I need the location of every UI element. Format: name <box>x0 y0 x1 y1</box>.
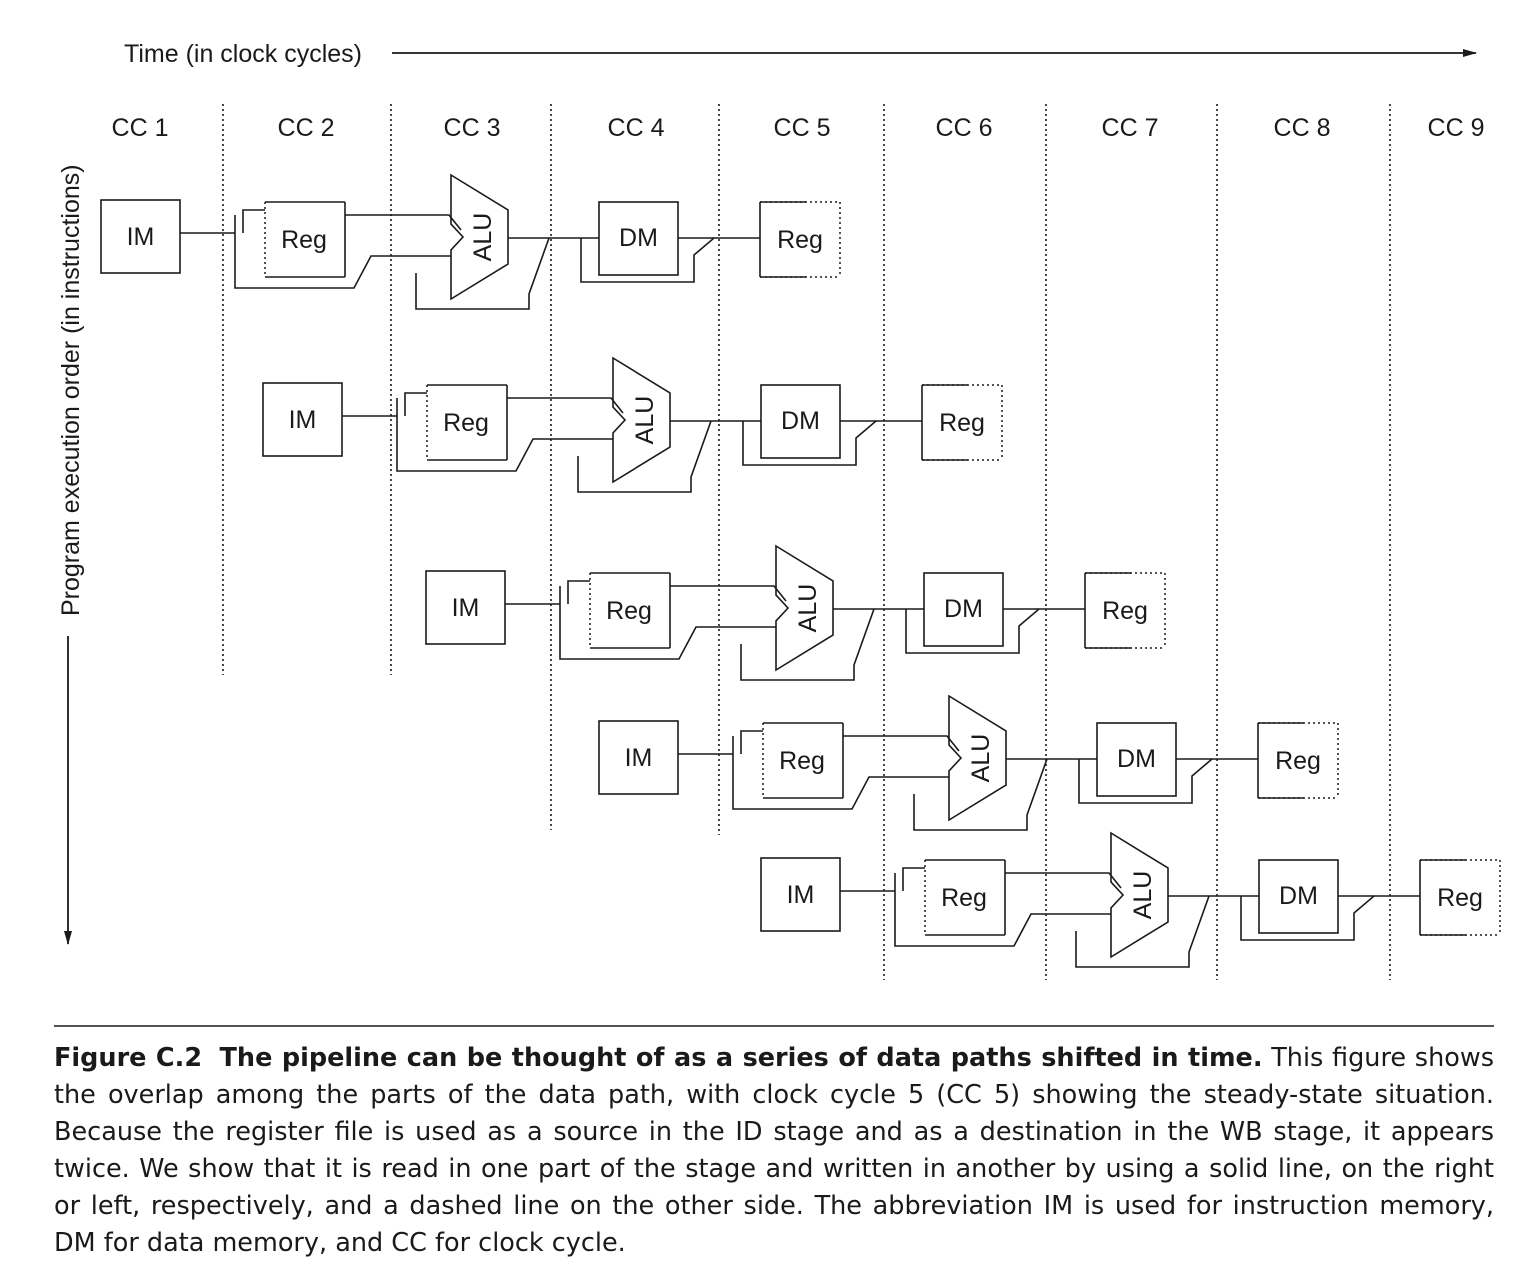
decode-wire <box>567 580 590 604</box>
cycle-labels: CC 1 CC 2 CC 3 CC 4 CC 5 CC 6 CC 7 CC 8 CC 9 <box>112 114 1485 142</box>
dm-label: DM <box>619 224 658 252</box>
alu-label: ALU <box>631 396 659 445</box>
cycle-label: CC 8 <box>1274 114 1331 142</box>
reg-write-label: Reg <box>1437 884 1483 912</box>
reg-write-label: Reg <box>1102 597 1148 625</box>
dm-out-wire <box>1240 895 1420 941</box>
reg-write-label: Reg <box>1275 747 1321 775</box>
order-axis-label: Program execution order (in instructions… <box>57 164 85 616</box>
im-label: IM <box>787 881 815 909</box>
im-label: IM <box>452 594 480 622</box>
im-box <box>598 720 679 795</box>
decode-wire <box>559 604 776 660</box>
caption-title: The pipeline can be thought of as a seri… <box>219 1043 1263 1073</box>
im-box <box>760 857 841 932</box>
decode-wire <box>396 416 613 472</box>
cycle-label: CC 5 <box>774 114 831 142</box>
caption-label: Figure C.2 <box>54 1043 203 1073</box>
im-label: IM <box>127 223 155 251</box>
im-label: IM <box>625 744 653 772</box>
cycle-label: CC 1 <box>112 114 169 142</box>
im-box <box>100 199 181 274</box>
alu-shape <box>775 544 834 672</box>
im-box <box>425 570 506 645</box>
instruction-row: IM Reg ALU DM Reg <box>262 356 1003 493</box>
alu-label: ALU <box>1129 871 1157 920</box>
cycle-label: CC 7 <box>1102 114 1159 142</box>
alu-label: ALU <box>967 734 995 783</box>
time-axis-label: Time (in clock cycles) <box>124 40 362 68</box>
pipeline-diagram: Time (in clock cycles) Program execution… <box>54 40 1501 1027</box>
instruction-row: IM Reg ALU DM Reg <box>100 173 841 310</box>
dm-label: DM <box>781 407 820 435</box>
reg-read-label: Reg <box>443 409 489 437</box>
dm-out-wire <box>905 608 1085 654</box>
caption-body: This figure shows the overlap among the … <box>54 1043 1494 1258</box>
reg-write-label: Reg <box>777 226 823 254</box>
dm-out-wire <box>742 420 922 466</box>
alu-bypass-wire <box>913 758 1048 831</box>
dm-out-wire <box>580 237 760 283</box>
decode-wire <box>732 754 949 810</box>
alu-bypass-wire <box>740 608 875 681</box>
cycle-dividers <box>222 104 1391 980</box>
dm-label: DM <box>944 595 983 623</box>
decode-wire <box>740 730 763 754</box>
decode-wire <box>894 891 1111 947</box>
reg-to-alu-wire <box>345 214 462 231</box>
dm-out-wire <box>1078 758 1258 804</box>
reg-read-label: Reg <box>941 884 987 912</box>
figure-caption: Figure C.2 The pipeline can be thought o… <box>54 1040 1494 1262</box>
alu-label: ALU <box>794 584 822 633</box>
cycle-label: CC 6 <box>936 114 993 142</box>
alu-bypass-wire <box>415 237 550 310</box>
decode-wire <box>404 392 427 416</box>
reg-read-label: Reg <box>281 226 327 254</box>
cycle-label: CC 2 <box>278 114 335 142</box>
decode-wire <box>902 867 925 891</box>
reg-to-alu-wire <box>670 585 787 602</box>
alu-bypass-wire <box>577 420 712 493</box>
reg-read-label: Reg <box>779 747 825 775</box>
alu-shape <box>450 173 509 301</box>
instruction-row: IM Reg ALU DM Reg <box>598 694 1339 831</box>
alu-shape <box>948 694 1007 822</box>
reg-write-label: Reg <box>939 409 985 437</box>
dm-label: DM <box>1117 745 1156 773</box>
reg-to-alu-wire <box>507 397 624 414</box>
decode-wire <box>242 209 265 233</box>
alu-label: ALU <box>469 213 497 262</box>
instruction-row: IM Reg ALU DM Reg <box>425 544 1166 681</box>
alu-shape <box>1110 831 1169 959</box>
alu-bypass-wire <box>1075 895 1210 968</box>
im-box <box>262 382 343 457</box>
cycle-label: CC 9 <box>1428 114 1485 142</box>
dm-label: DM <box>1279 882 1318 910</box>
reg-to-alu-wire <box>1005 872 1122 889</box>
reg-to-alu-wire <box>843 735 960 752</box>
cycle-label: CC 3 <box>444 114 501 142</box>
reg-read-label: Reg <box>606 597 652 625</box>
im-label: IM <box>289 406 317 434</box>
cycle-label: CC 4 <box>608 114 665 142</box>
decode-wire <box>234 233 451 289</box>
instruction-row: IM Reg ALU DM Reg <box>760 831 1501 968</box>
alu-shape <box>612 356 671 484</box>
